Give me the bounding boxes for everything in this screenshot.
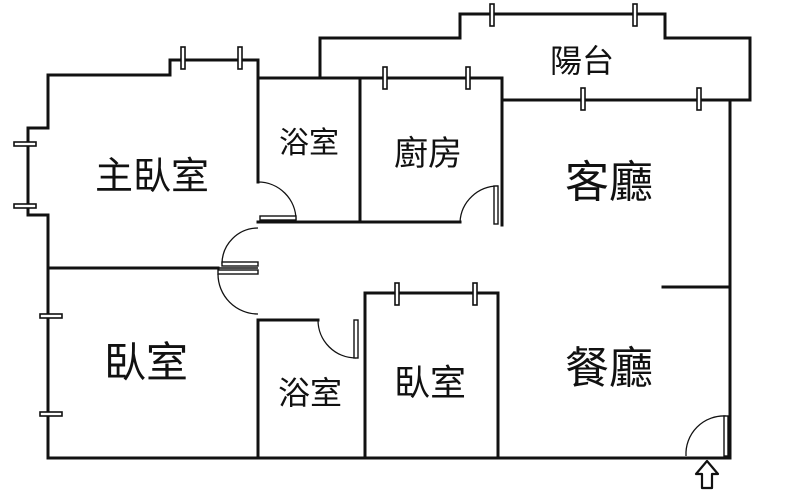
room-label-bedroom-small: 臥室	[394, 363, 466, 404]
room-label-bathroom-top: 浴室	[279, 126, 339, 161]
door-bathroom-top	[259, 215, 297, 221]
windows	[13, 3, 702, 417]
entrance-arrow-icon	[694, 459, 720, 490]
window-living-a	[580, 87, 586, 111]
window-small-bedroom-a	[394, 282, 400, 306]
window-top-left-b	[237, 46, 243, 70]
door-master-bedroom	[221, 261, 259, 267]
window-bay-b	[13, 203, 37, 209]
window-balcony-b	[632, 3, 638, 27]
window-kitchen-a	[382, 66, 388, 90]
door-entrance	[723, 415, 729, 457]
door-bedroom-left	[217, 269, 259, 275]
window-bedroom-a	[39, 313, 63, 319]
door-kitchen	[493, 185, 499, 225]
room-label-bathroom-bottom: 浴室	[278, 374, 342, 412]
window-balcony-a	[489, 3, 495, 27]
window-kitchen-b	[465, 66, 471, 90]
room-label-kitchen: 廚房	[394, 134, 462, 174]
window-bay-a	[13, 141, 37, 147]
window-small-bedroom-b	[472, 282, 478, 306]
window-top-left-a	[180, 46, 186, 70]
room-label-dining-room: 餐廳	[565, 343, 653, 394]
balcony-walls	[318, 12, 752, 102]
interior-walls	[46, 76, 732, 460]
window-living-b	[696, 87, 702, 111]
exterior-walls	[26, 58, 732, 460]
room-label-balcony: 陽台	[550, 42, 614, 80]
doors	[217, 181, 729, 457]
room-label-master-bedroom: 主臥室	[95, 154, 209, 198]
window-bedroom-b	[39, 411, 63, 417]
room-label-living-room: 客廳	[565, 157, 653, 208]
door-bathroom-bottom	[353, 319, 359, 359]
room-label-bedroom-left: 臥室	[104, 338, 188, 387]
